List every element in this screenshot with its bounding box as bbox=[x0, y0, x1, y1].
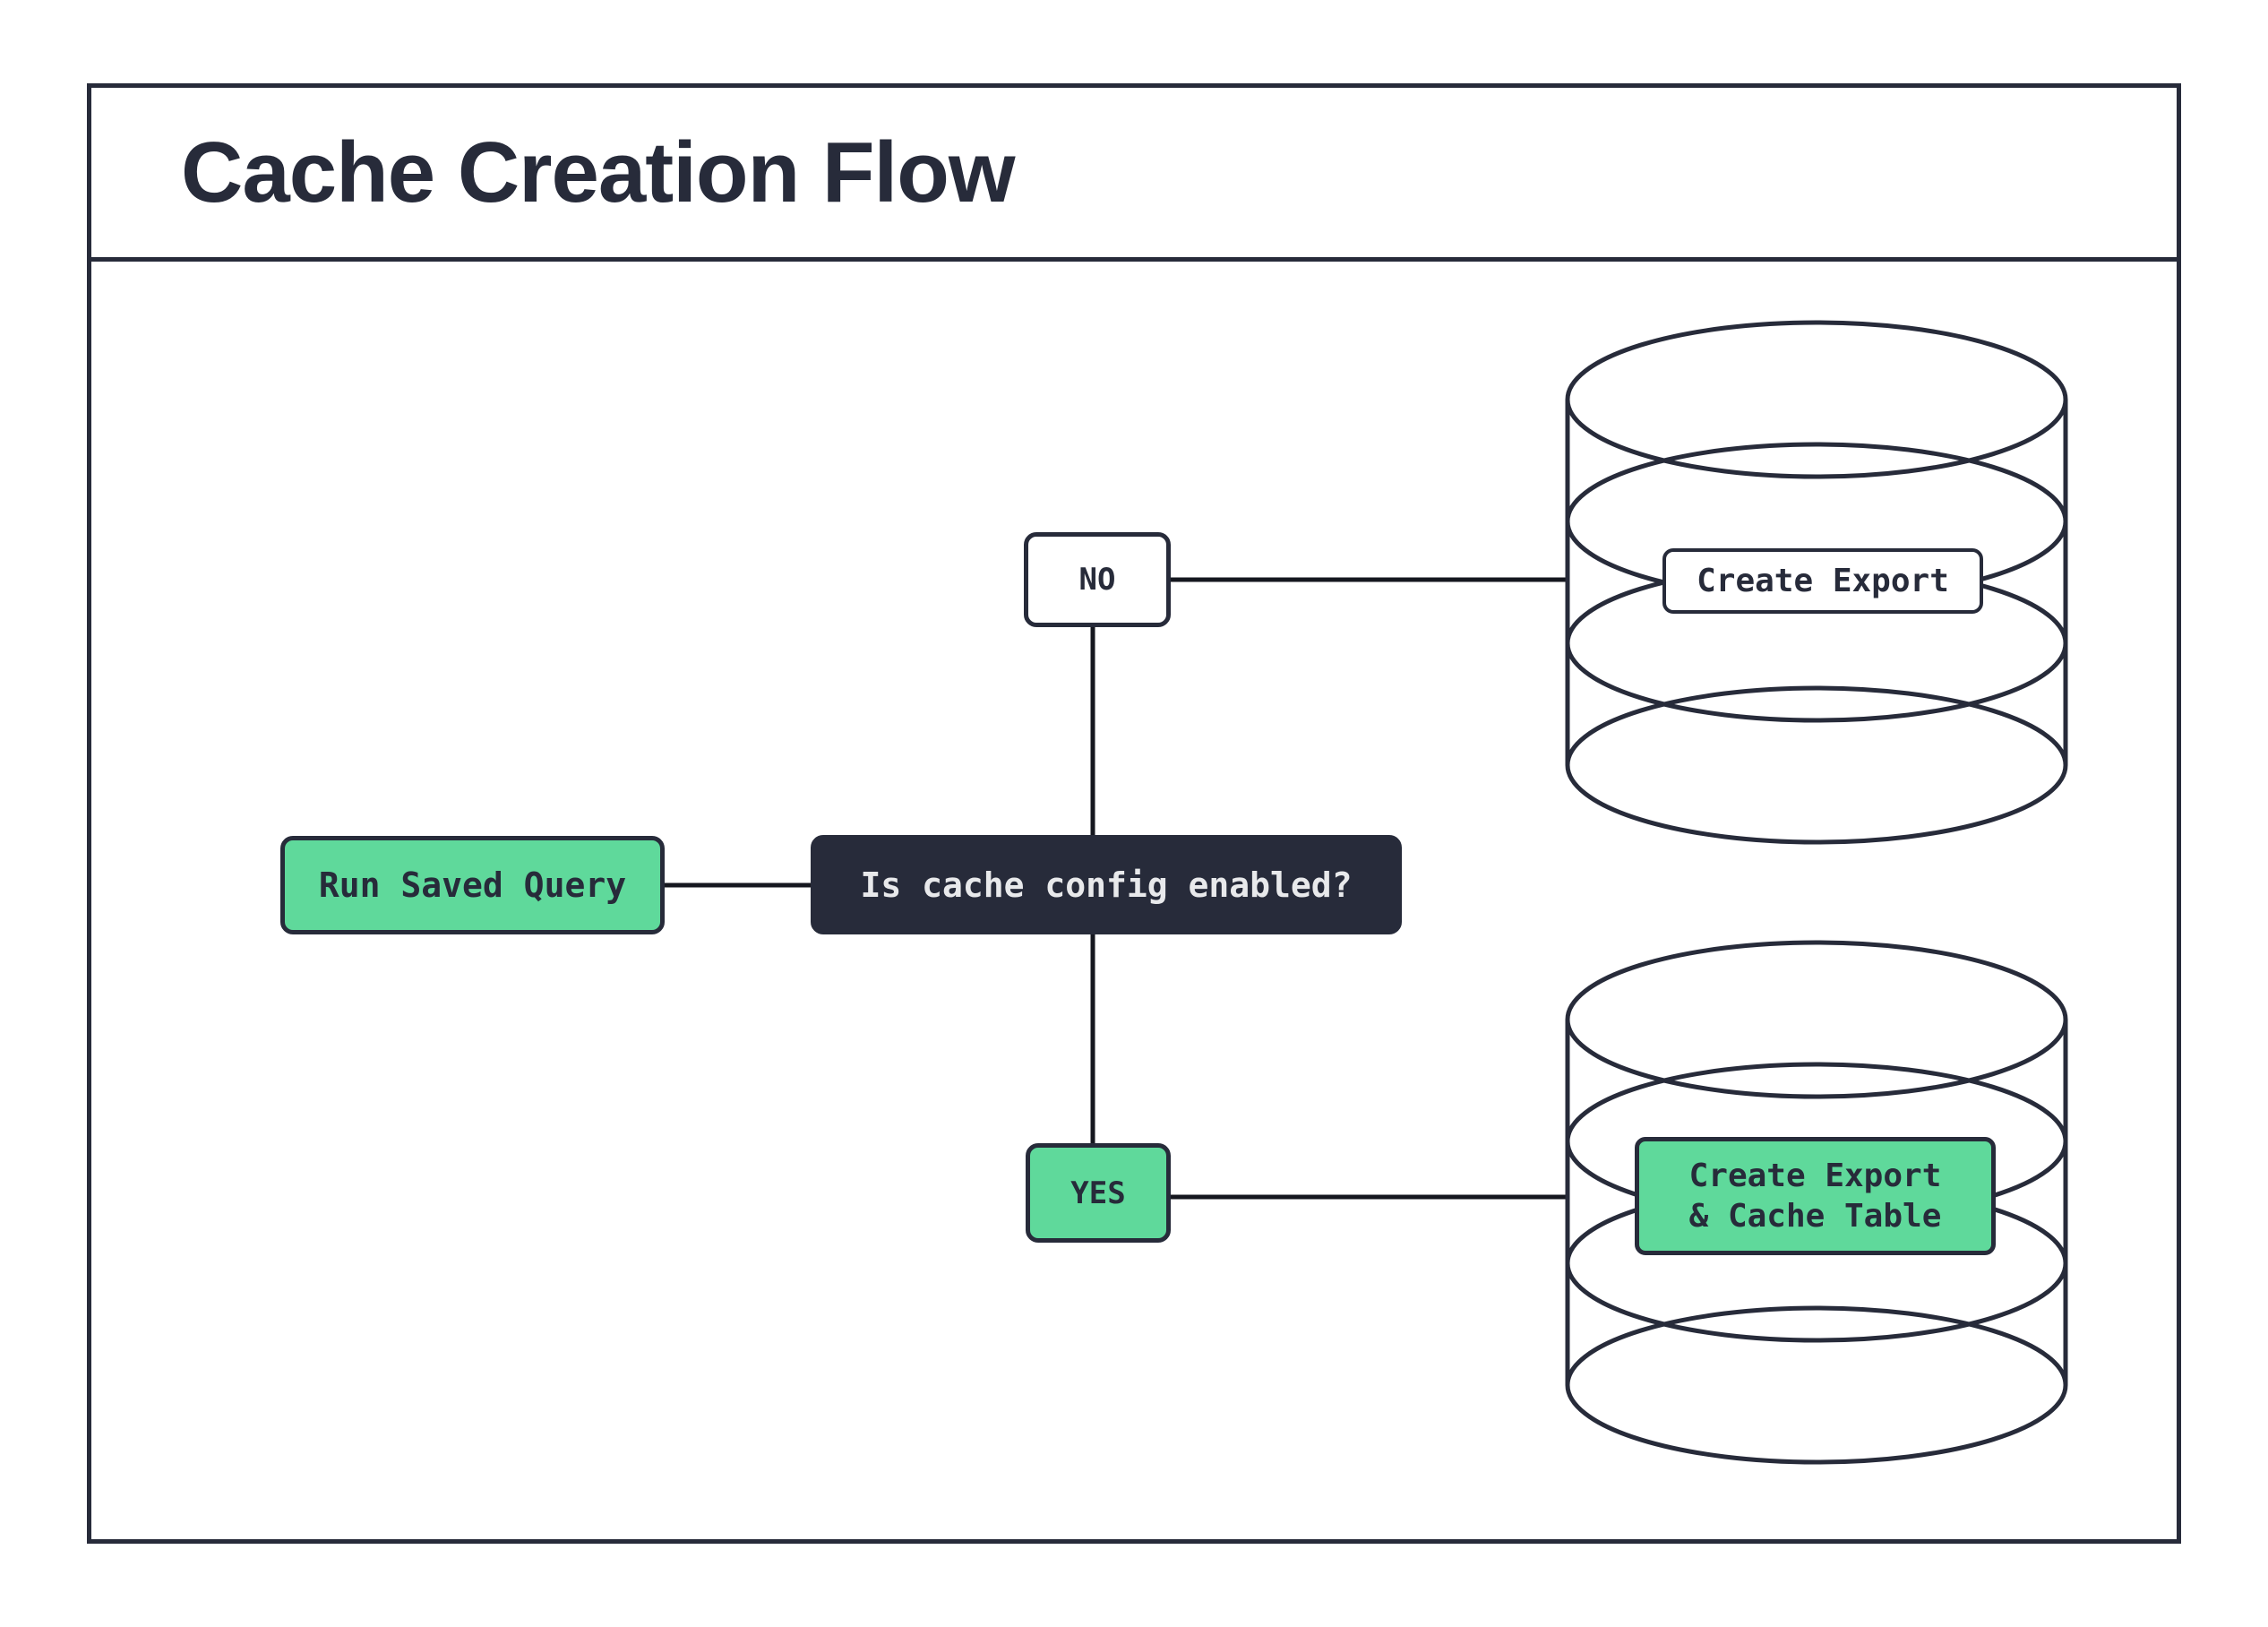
label-create-export-text: Create Export bbox=[1697, 563, 1949, 599]
label-create-export: Create Export bbox=[1662, 548, 1983, 614]
node-no-branch-label: NO bbox=[1078, 562, 1116, 598]
node-yes-branch: YES bbox=[1026, 1143, 1171, 1243]
node-yes-branch-label: YES bbox=[1070, 1175, 1126, 1211]
node-cache-config-question-label: Is cache config enabled? bbox=[860, 865, 1353, 905]
node-run-saved-query: Run Saved Query bbox=[280, 836, 665, 934]
node-run-saved-query-label: Run Saved Query bbox=[318, 865, 627, 905]
label-create-export-cache-line2: & Cache Table bbox=[1688, 1198, 1942, 1235]
diagram-header: Cache Creation Flow bbox=[91, 88, 2177, 262]
node-no-branch: NO bbox=[1024, 532, 1171, 627]
label-create-export-cache-line1: Create Export bbox=[1688, 1158, 1942, 1194]
connectors bbox=[665, 577, 1568, 1200]
page-title: Cache Creation Flow bbox=[181, 124, 1015, 220]
label-create-export-cache-table: Create Export & Cache Table bbox=[1635, 1137, 1996, 1255]
node-cache-config-question: Is cache config enabled? bbox=[811, 835, 1402, 934]
